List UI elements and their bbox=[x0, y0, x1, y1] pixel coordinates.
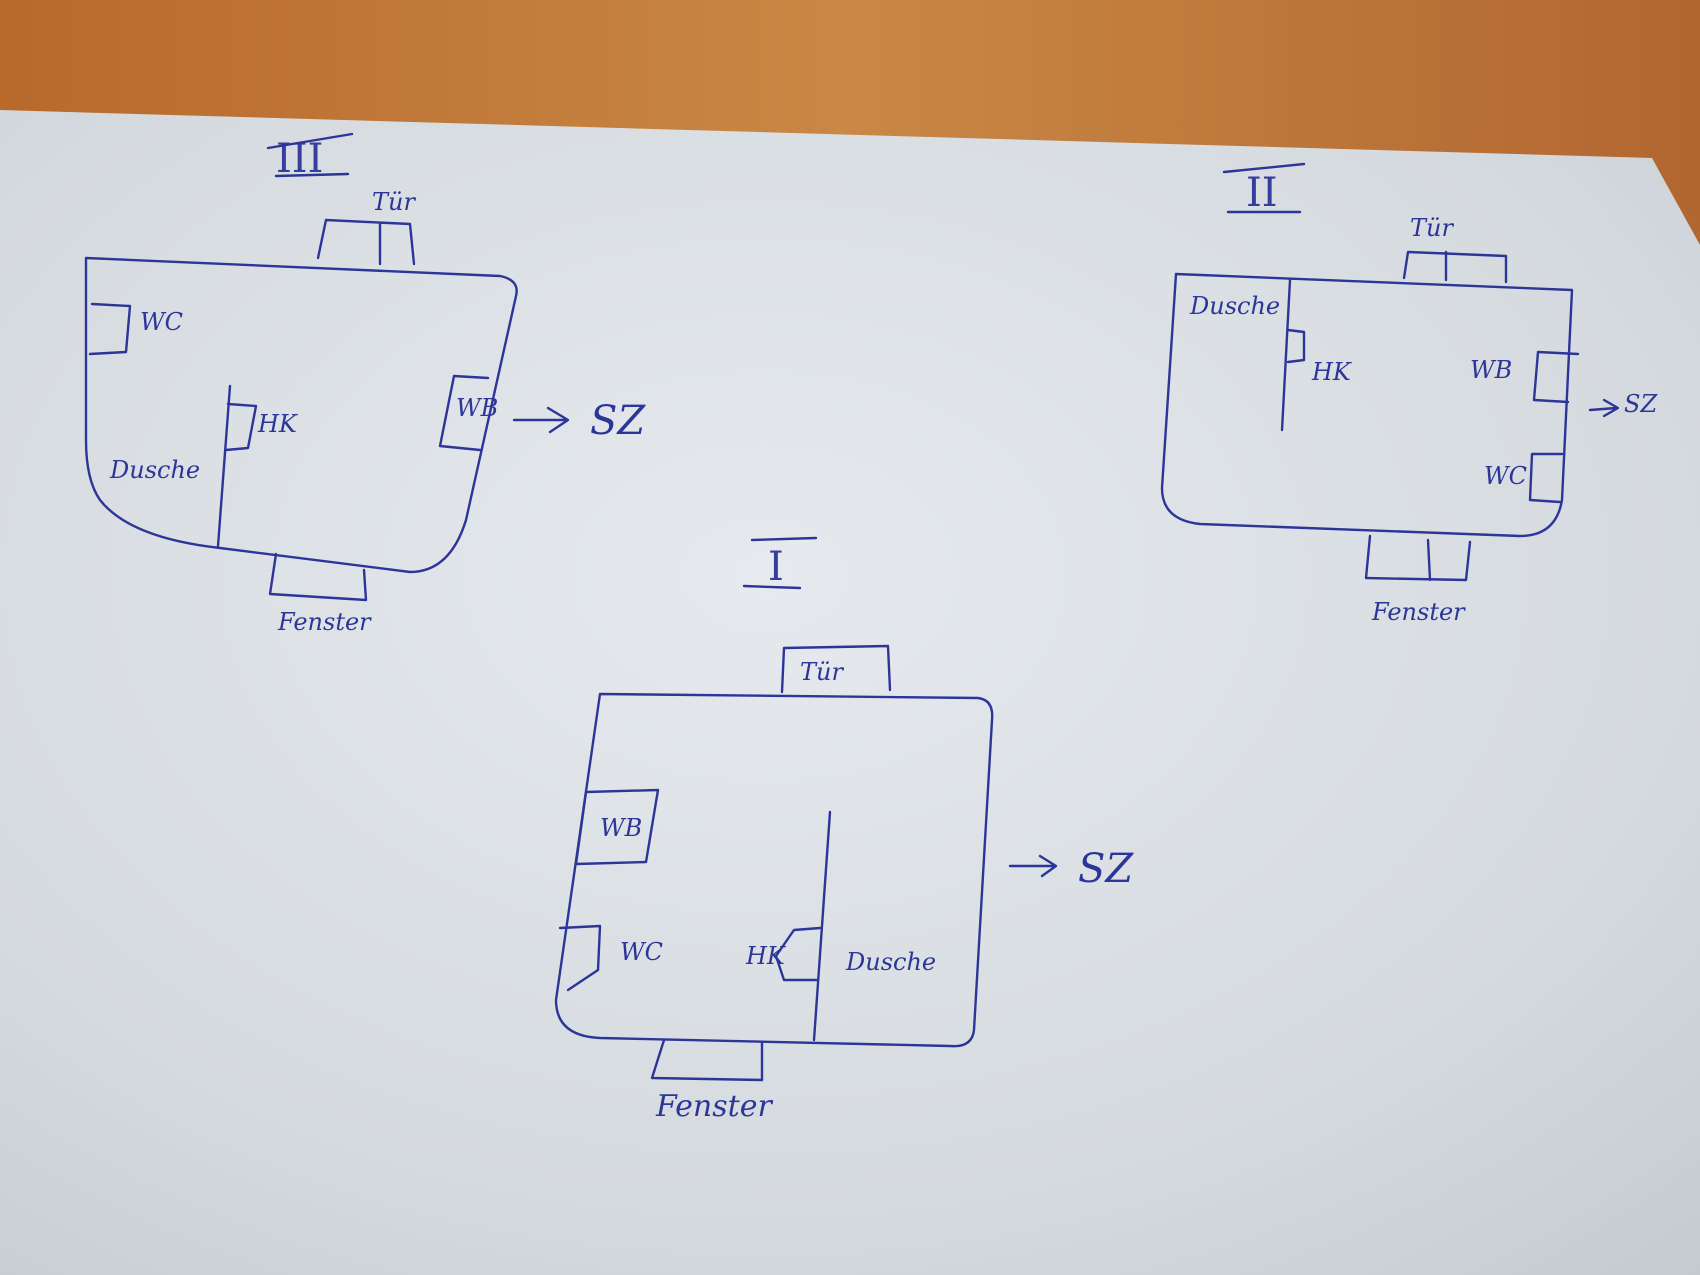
plan-2-numeral: II bbox=[1222, 162, 1306, 216]
plan-3-door-label: Tür bbox=[372, 188, 416, 216]
plan-2-toilet-symbol bbox=[1528, 452, 1564, 504]
plan-2-room-outline bbox=[1160, 272, 1574, 538]
plan-3-numeral-text: III bbox=[276, 136, 323, 182]
plan-3-shower-label: Dusche bbox=[109, 456, 200, 484]
plan-1-window-label: Fenster bbox=[655, 1089, 773, 1124]
plan-2-radiator-label: HK bbox=[1311, 358, 1353, 386]
plan-1-toilet-symbol bbox=[558, 924, 602, 992]
floor-plan-1: I Tür WB WC HK Dusche SZ Fenster bbox=[554, 536, 1134, 1124]
plan-2-toilet-label: WC bbox=[1484, 462, 1527, 490]
plan-1-door-label: Tür bbox=[800, 658, 844, 686]
plan-3-shower-partition bbox=[216, 384, 232, 548]
plan-1-radiator-symbol bbox=[774, 926, 822, 982]
plan-3-washbasin-label: WB bbox=[456, 394, 498, 422]
plan-2-arrow bbox=[1588, 398, 1620, 418]
plan-3-radiator-symbol bbox=[224, 402, 258, 452]
plan-2-radiator-symbol bbox=[1286, 328, 1306, 364]
plan-2-window-symbol bbox=[1364, 534, 1472, 582]
floor-plan-2: II Tür Dusche HK WB WC SZ Fenster bbox=[1160, 162, 1658, 626]
plan-2-washbasin-symbol bbox=[1532, 350, 1580, 404]
plan-1-arrow-target-label: SZ bbox=[1078, 846, 1134, 892]
plan-1-room-outline bbox=[554, 692, 994, 1048]
plan-2-arrow-target-label: SZ bbox=[1624, 390, 1658, 418]
plan-3-numeral: III bbox=[266, 132, 354, 182]
plan-1-toilet-label: WC bbox=[620, 938, 663, 966]
plan-2-numeral-text: II bbox=[1246, 170, 1278, 216]
plan-1-radiator-label: HK bbox=[745, 942, 787, 970]
plan-1-shower-partition bbox=[812, 810, 832, 1042]
plan-2-door-label: Tür bbox=[1410, 214, 1454, 242]
plan-3-window-symbol bbox=[268, 552, 368, 602]
plan-3-window-label: Fenster bbox=[277, 608, 372, 636]
plan-1-door-symbol bbox=[780, 644, 892, 694]
plan-1-shower-label: Dusche bbox=[845, 948, 936, 976]
plan-3-arrow bbox=[512, 406, 570, 434]
plan-3-toilet-label: WC bbox=[140, 308, 183, 336]
plan-2-shower-label: Dusche bbox=[1189, 292, 1280, 320]
plan-3-arrow-target-label: SZ bbox=[590, 398, 646, 444]
plan-2-washbasin-label: WB bbox=[1470, 356, 1512, 384]
plan-1-arrow bbox=[1008, 854, 1058, 878]
plan-1-numeral: I bbox=[742, 536, 818, 590]
plan-2-shower-partition bbox=[1280, 278, 1292, 432]
plan-3-washbasin-symbol bbox=[438, 374, 490, 452]
floor-plan-3: III Tür WC HK Dusche WB SZ Fenster bbox=[84, 132, 646, 636]
plan-3-door-symbol bbox=[316, 218, 416, 266]
plan-1-washbasin-symbol bbox=[574, 788, 660, 866]
plan-3-toilet-symbol bbox=[88, 302, 132, 356]
plan-2-window-label: Fenster bbox=[1371, 598, 1466, 626]
plan-3-room-outline bbox=[84, 256, 518, 574]
plan-2-door-symbol bbox=[1402, 250, 1508, 284]
plan-3-radiator-label: HK bbox=[257, 410, 299, 438]
plan-1-window-symbol bbox=[650, 1038, 764, 1082]
plan-1-washbasin-label: WB bbox=[600, 814, 642, 842]
paper-sheet bbox=[0, 110, 1700, 1275]
plan-1-numeral-text: I bbox=[768, 544, 784, 590]
